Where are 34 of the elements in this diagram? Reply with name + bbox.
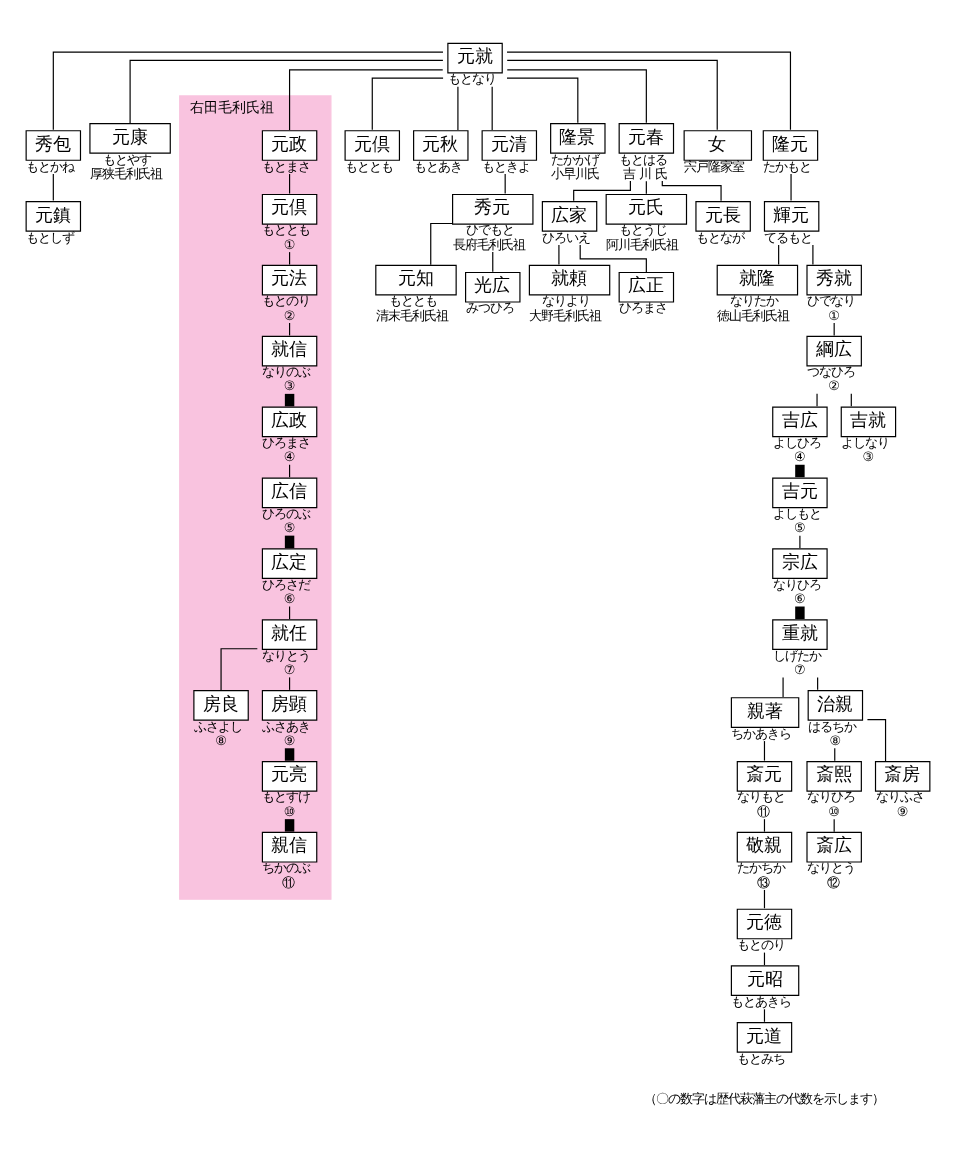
connector xyxy=(504,173,506,195)
connector xyxy=(284,393,295,407)
connector xyxy=(52,173,54,202)
connector xyxy=(457,86,459,131)
connector xyxy=(579,244,647,273)
connector xyxy=(866,719,887,762)
connector xyxy=(782,676,784,698)
connector xyxy=(506,77,579,124)
connector xyxy=(573,180,631,202)
connector xyxy=(816,393,818,407)
connector xyxy=(799,535,801,549)
connector xyxy=(284,535,295,549)
connector xyxy=(129,59,444,124)
connector xyxy=(284,819,295,832)
connector xyxy=(289,69,444,131)
connector xyxy=(763,889,766,909)
connector xyxy=(661,180,722,202)
connector xyxy=(506,69,647,124)
connector xyxy=(763,740,766,762)
connector xyxy=(812,244,814,266)
connector xyxy=(220,648,258,691)
connector xyxy=(284,748,295,761)
connector xyxy=(506,59,718,131)
connector xyxy=(558,244,560,266)
connector xyxy=(778,244,780,266)
connector xyxy=(790,173,792,202)
connector xyxy=(289,173,291,195)
connector xyxy=(795,464,805,478)
connector xyxy=(506,51,792,131)
connector xyxy=(371,77,444,131)
connector xyxy=(52,51,444,131)
connector xyxy=(491,86,493,131)
connector xyxy=(492,251,494,273)
connector xyxy=(795,606,805,619)
